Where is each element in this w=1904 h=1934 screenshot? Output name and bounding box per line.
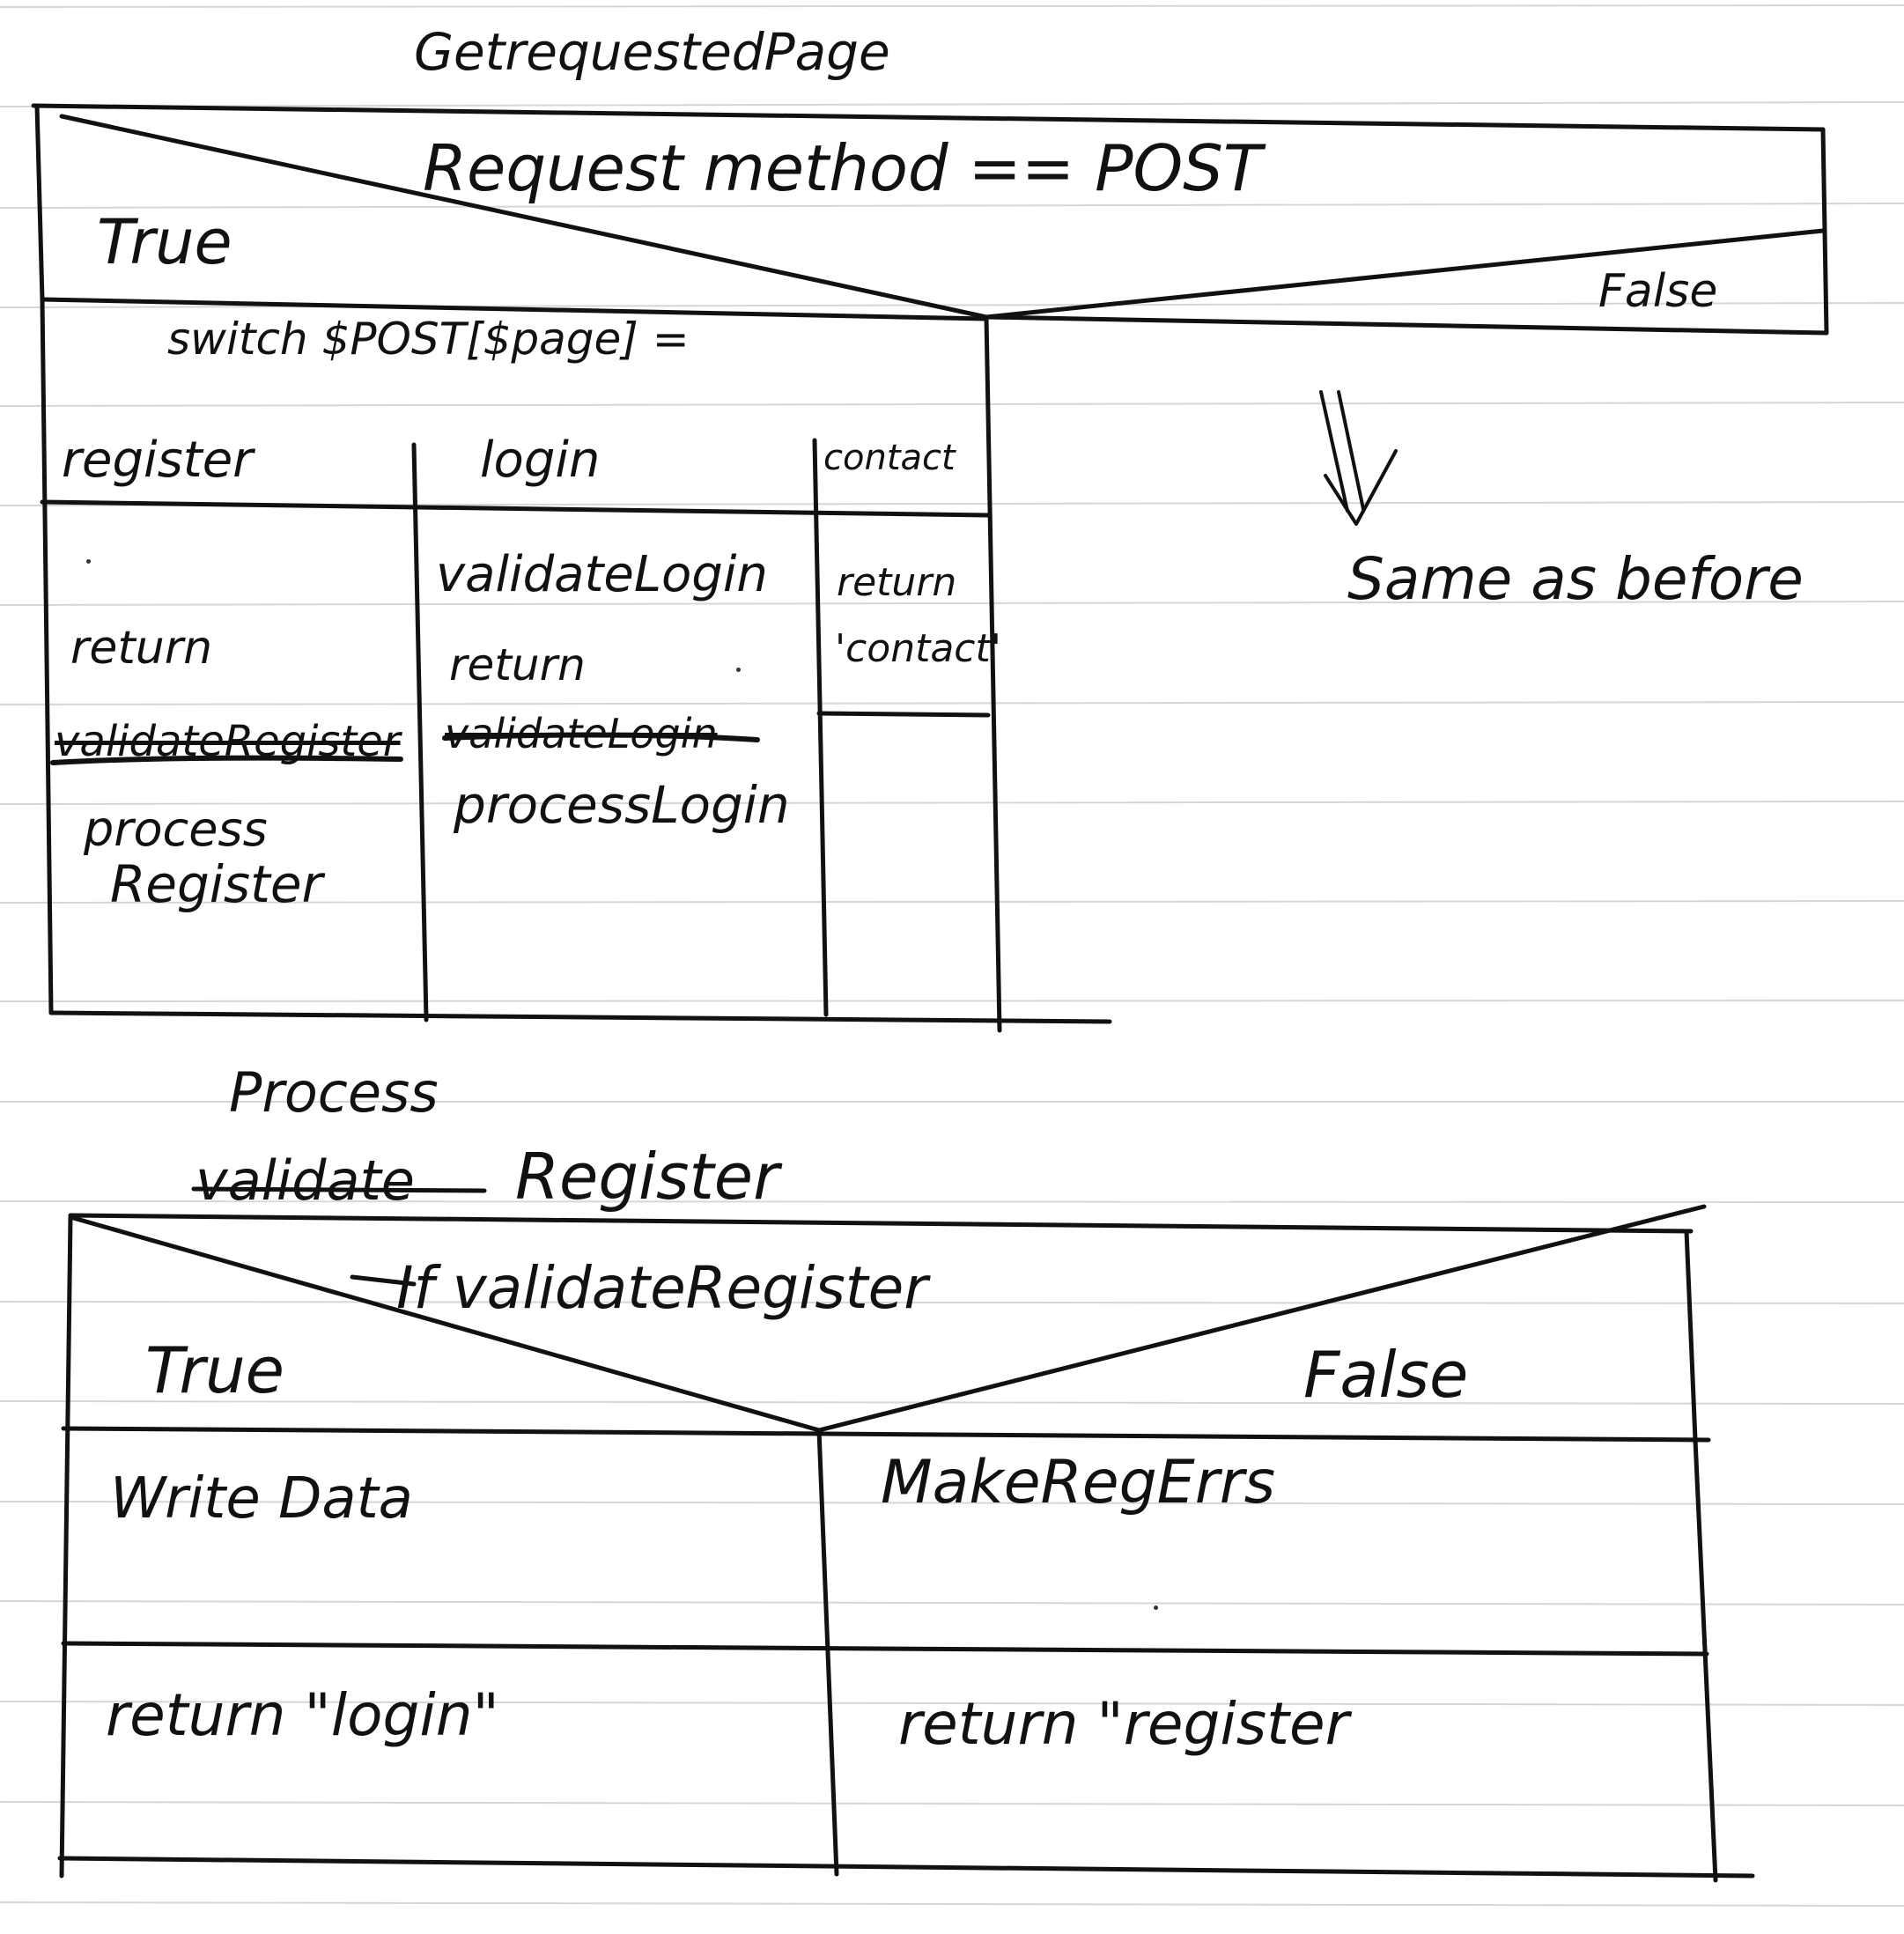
bottom-title-line1: Process	[229, 1060, 439, 1125]
false-branch-note: Same as before	[1347, 545, 1804, 613]
contact-line-2: 'contact'	[835, 626, 1001, 671]
bottom-diagram-frame	[57, 1204, 1755, 1883]
ink-dot	[86, 559, 91, 564]
login-line-1: validateLogin	[436, 546, 768, 603]
scribble-strikes	[50, 732, 760, 765]
contact-line-1: return	[837, 560, 957, 605]
top-condition: Request method == POST	[423, 131, 1262, 205]
ink-dot	[736, 668, 741, 672]
bottom-false-label: False	[1303, 1338, 1469, 1412]
false-row-1: MakeRegErrs	[881, 1448, 1276, 1517]
false-row-2: return "register	[898, 1690, 1349, 1758]
down-arrow-icon	[1319, 390, 1398, 526]
login-line-2: return	[449, 639, 586, 690]
ink-dot	[1154, 1606, 1158, 1610]
bottom-condition: If validateRegister	[396, 1254, 928, 1322]
register-line-2: validateRegister	[55, 717, 401, 766]
login-line-4: processLogin	[454, 775, 790, 835]
bottom-title-strike	[191, 1186, 487, 1193]
top-diagram-title: GetrequestedPage	[414, 22, 890, 82]
bottom-true-label: True	[145, 1333, 284, 1407]
register-line-3: process	[84, 801, 268, 857]
top-true-label: True	[97, 206, 232, 278]
case-login-header: login	[480, 432, 601, 489]
bottom-title-line2: Register	[515, 1140, 779, 1214]
register-line-4: Register	[110, 854, 323, 914]
true-row-2: return "login"	[106, 1681, 499, 1749]
switch-label: switch $POST[$page] =	[167, 314, 690, 365]
true-row-1: Write Data	[110, 1466, 413, 1532]
top-diagram-frame	[31, 103, 1829, 1033]
case-contact-header: contact	[823, 438, 956, 478]
case-register-header: register	[62, 432, 254, 489]
top-false-label: False	[1598, 265, 1718, 318]
login-line-3: validateLogin	[445, 710, 718, 757]
register-line-1: return	[70, 622, 213, 675]
bottom-title-struck: validate	[196, 1148, 415, 1213]
